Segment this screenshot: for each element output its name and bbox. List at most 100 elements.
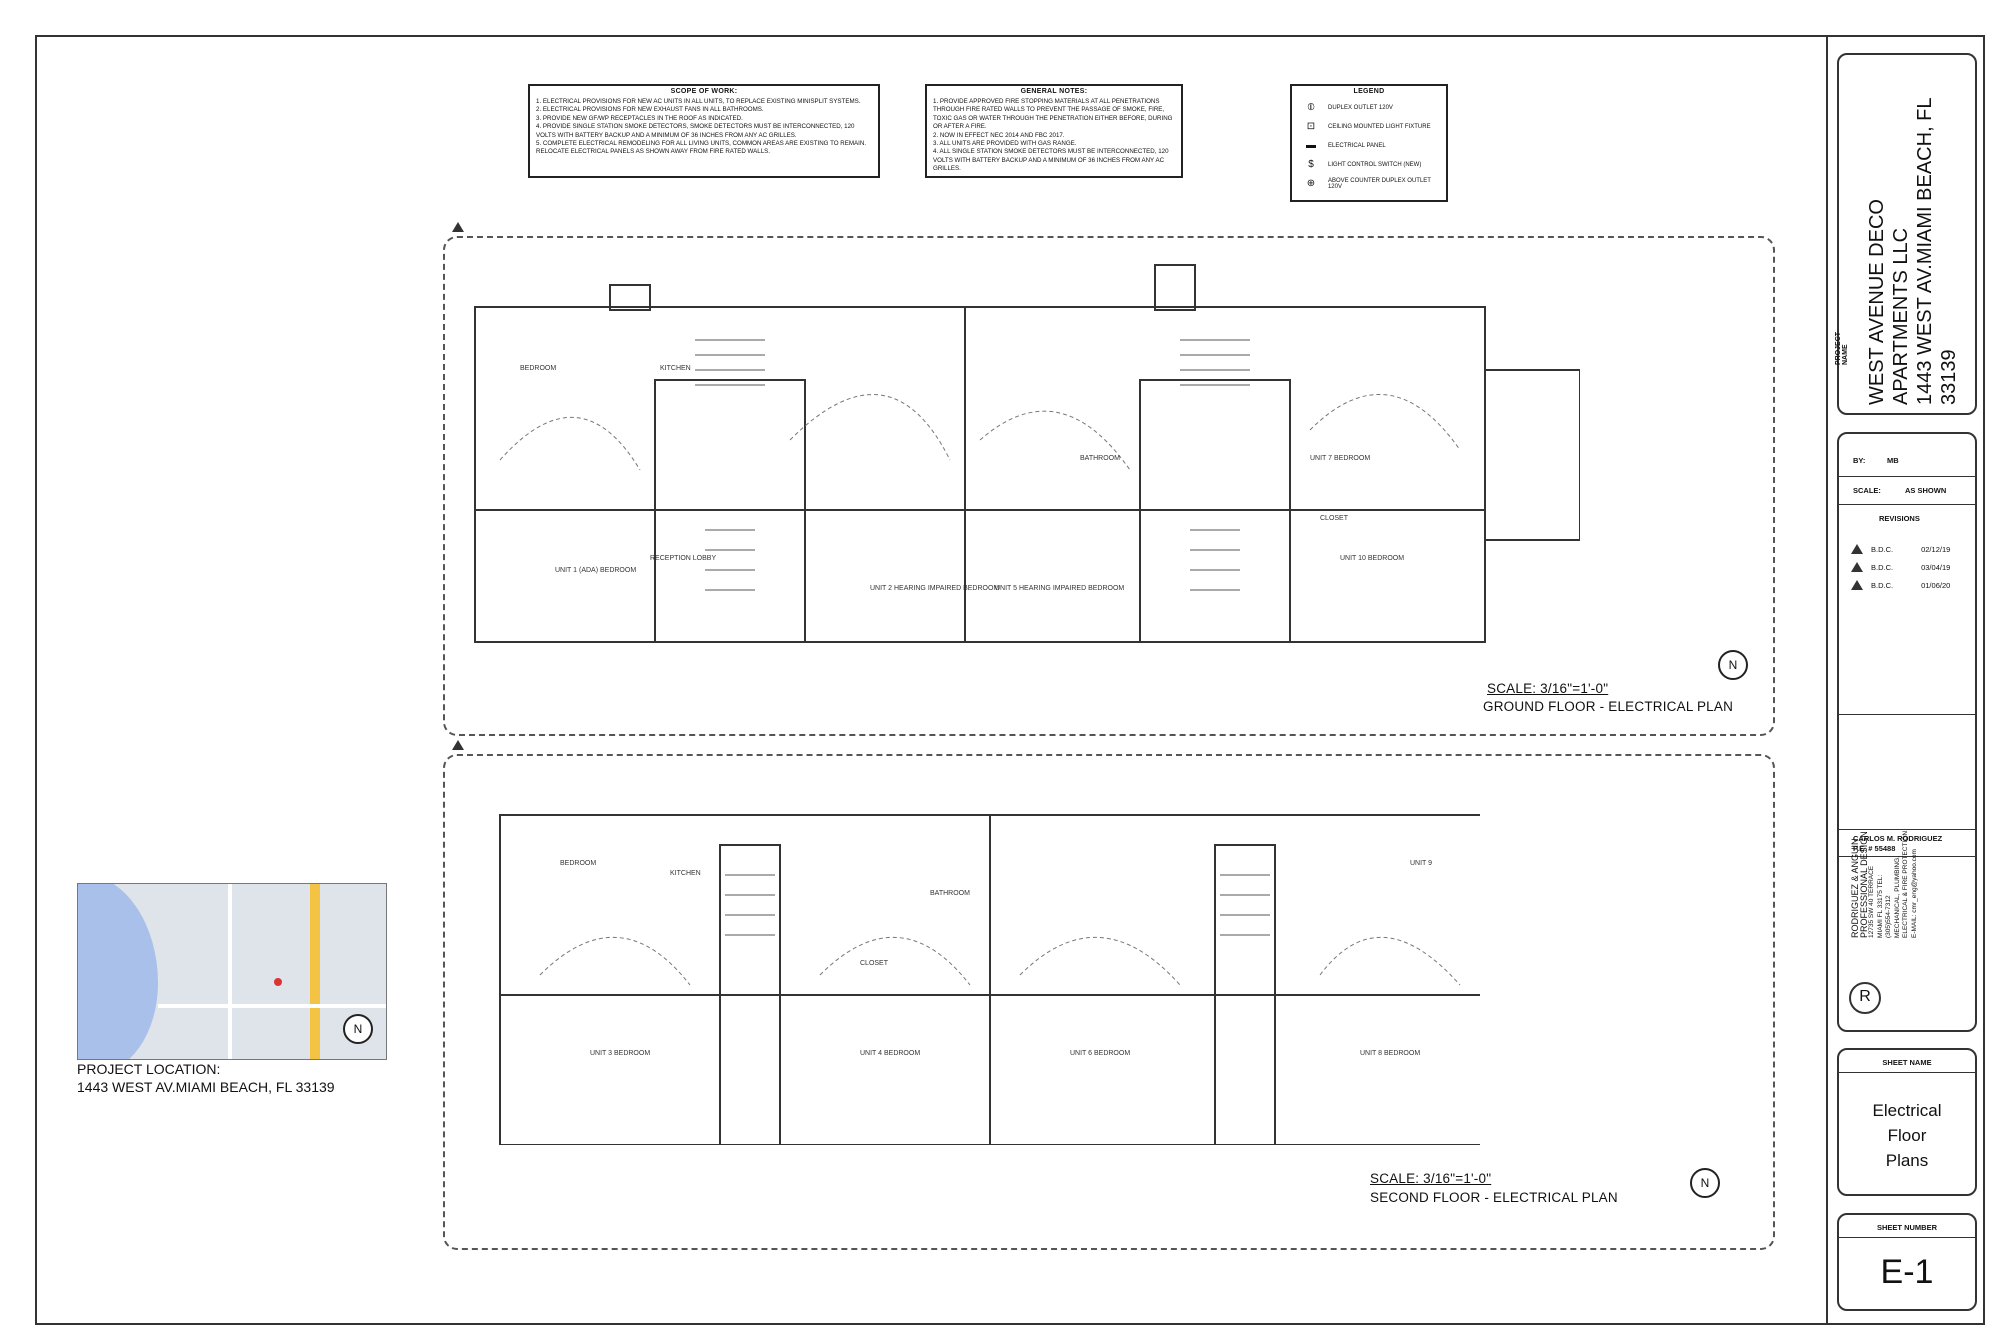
room-label: UNIT 5 HEARING IMPAIRED BEDROOM [995,585,1124,592]
scope-of-work-title: SCOPE OF WORK: [670,88,738,95]
project-name-panel: PROJECT NAME WEST AVENUE DECO APARTMENTS… [1835,53,1977,415]
room-label: RECEPTION LOBBY [650,555,716,562]
legend-label: CEILING MOUNTED LIGHT FIXTURE [1328,123,1431,130]
ground-floor-plan-frame [443,236,1775,736]
room-label: BATHROOM [930,890,970,897]
legend-row: $ LIGHT CONTROL SWITCH (NEW) [1292,155,1446,174]
project-location-address: 1443 WEST AV.MIAMI BEACH, FL 33139 [77,1079,335,1095]
firm-line: E-MAIL: cmr_eng@yahoo.com [1910,849,1918,938]
project-name-line: WEST AVENUE DECO [1866,199,1888,405]
map-road [310,884,320,1059]
room-label: UNIT 3 BEDROOM [590,1050,650,1057]
project-name: WEST AVENUE DECO APARTMENTS LLC 1443 WES… [1865,65,1961,405]
project-location-label: PROJECT LOCATION: [77,1061,221,1077]
counter-outlet-icon: ⊕ [1306,178,1316,189]
scale-label: SCALE: [1853,486,1881,495]
room-label: KITCHEN [670,870,701,877]
firm-line: MECHANICAL, PLUMBING, [1893,856,1901,938]
title-block: PROJECT NAME WEST AVENUE DECO APARTMENTS… [1826,35,1985,1325]
second-floor-plan-frame [443,754,1775,1250]
firm-logo-icon: R [1849,982,1881,1014]
room-label: UNIT 7 BEDROOM [1310,455,1370,462]
room-label: KITCHEN [660,365,691,372]
revision-by: B.D.C. [1871,544,1894,554]
room-label: UNIT 6 BEDROOM [1070,1050,1130,1057]
map-pin-icon [274,978,282,986]
revision-date: 03/04/19 [1921,562,1951,572]
switch-icon: $ [1308,159,1314,170]
legend-row: ⦶DUPLEX OUTLET 120V [1292,98,1446,117]
scope-item: 2. ELECTRICAL PROVISIONS FOR NEW EXHAUST… [536,106,764,114]
scope-item: 1. ELECTRICAL PROVISIONS FOR NEW AC UNIT… [536,98,861,105]
firm-line: PROFESSIONAL DESIGN [1858,831,1869,938]
second-floor-scale: SCALE: 3/16"=1'-0" [1370,1171,1492,1186]
project-name-line: APARTMENTS LLC [1890,227,1912,405]
divider [1839,714,1975,715]
duplex-outlet-icon: ⦶ [1307,102,1315,113]
firm-line: (305)554-7312 [1885,895,1892,938]
sheet-name-line: Electrical [1872,1101,1942,1120]
sheet-name-label: SHEET NAME [1882,1058,1932,1067]
by-label: BY: [1853,456,1866,465]
legend-title: LEGEND [1353,88,1385,95]
firm-info: RODRIGUEZ & ANGUIN PROFESSIONAL DESIGN 1… [1850,818,1919,974]
revision-marker-icon [452,740,464,750]
divider [1839,856,1975,857]
revision-row: B.D.C. 01/06/20 [1851,580,1950,590]
firm-line: 12735 SW 40 TERRACE [1868,865,1875,938]
room-label: CLOSET [1320,515,1349,522]
map-road [228,884,232,1059]
revision-date: 02/12/19 [1921,544,1951,554]
general-notes-title: GENERAL NOTES: [1020,88,1088,95]
engineer-name: CARLOS M. RODRIGUEZ [1853,834,1943,843]
sheet-name-panel: SHEET NAME Electrical Floor Plans [1837,1048,1977,1196]
by-value: MB [1887,456,1899,465]
legend-label: ELECTRICAL PANEL [1328,142,1386,149]
revision-marker-icon [1851,580,1863,590]
revisions-label: REVISIONS [1879,514,1920,523]
engineer-pe: P.E. # 55488 [1853,844,1896,853]
divider [1839,829,1975,830]
scope-of-work-box: SCOPE OF WORK: 1. ELECTRICAL PROVISIONS … [528,84,880,178]
sheet-number-panel: SHEET NUMBER E-1 [1837,1213,1977,1311]
revision-marker-icon [452,222,464,232]
electrical-panel-icon: ▬ [1306,140,1316,151]
scale-value: AS SHOWN [1905,486,1947,495]
project-name-line: 33139 [1938,349,1960,405]
project-name-line: 1443 WEST AV.MIAMI BEACH, FL [1914,97,1936,405]
general-notes-list: 1. PROVIDE APPROVED FIRE STOPPING MATERI… [927,98,1181,174]
scope-item: 3. PROVIDE NEW GF/WP RECEPTACLES IN THE … [536,114,743,122]
legend-label: LIGHT CONTROL SWITCH (NEW) [1328,161,1422,168]
legend-box: LEGEND ⦶DUPLEX OUTLET 120V ⊡ CEILING MOUN… [1290,84,1448,202]
legend-row: ▬ ELECTRICAL PANEL [1292,136,1446,155]
revision-row: B.D.C. 02/12/19 [1851,544,1950,554]
sheet-number: E-1 [1880,1253,1934,1291]
revision-row: B.D.C. 03/04/19 [1851,562,1950,572]
room-label: UNIT 2 HEARING IMPAIRED BEDROOM [870,585,999,592]
sheet-name-line: Floor [1887,1126,1927,1145]
room-label: BEDROOM [520,365,556,372]
room-label: CLOSET [860,960,889,967]
ground-floor-scale: SCALE: 3/16"=1'-0" [1487,681,1609,696]
legend-row: ⊕ ABOVE COUNTER DUPLEX OUTLET 120V [1292,174,1446,193]
room-label: BATHROOM [1080,455,1120,462]
revision-marker-icon [1851,562,1863,572]
firm-line: MIAMI FL 33175 TEL: [1876,874,1884,938]
light-fixture-icon: ⊡ [1306,121,1316,132]
north-arrow-icon: N [343,1014,373,1044]
general-note-item: 1. PROVIDE APPROVED FIRE STOPPING MATERI… [933,98,1173,131]
sheet-number-label: SHEET NUMBER [1876,1223,1937,1232]
room-label: UNIT 9 [1410,860,1432,867]
general-notes-box: GENERAL NOTES: 1. PROVIDE APPROVED FIRE … [925,84,1183,178]
sheet-name-line: Plans [1885,1151,1929,1170]
room-label: UNIT 10 BEDROOM [1340,555,1404,562]
revision-by: B.D.C. [1871,562,1894,572]
north-arrow-icon: N [1718,650,1748,680]
divider [1839,476,1975,477]
divider [1839,1072,1975,1073]
revision-by: B.D.C. [1871,580,1894,590]
legend-row: ⊡ CEILING MOUNTED LIGHT FIXTURE [1292,117,1446,136]
legend-label: ABOVE COUNTER DUPLEX OUTLET 120V [1327,177,1431,190]
scope-item: 4. PROVIDE SINGLE STATION SMOKE DETECTOR… [536,123,855,139]
general-note-item: 2. NOW IN EFFECT NEC 2014 AND FBC 2017. [933,131,1065,139]
